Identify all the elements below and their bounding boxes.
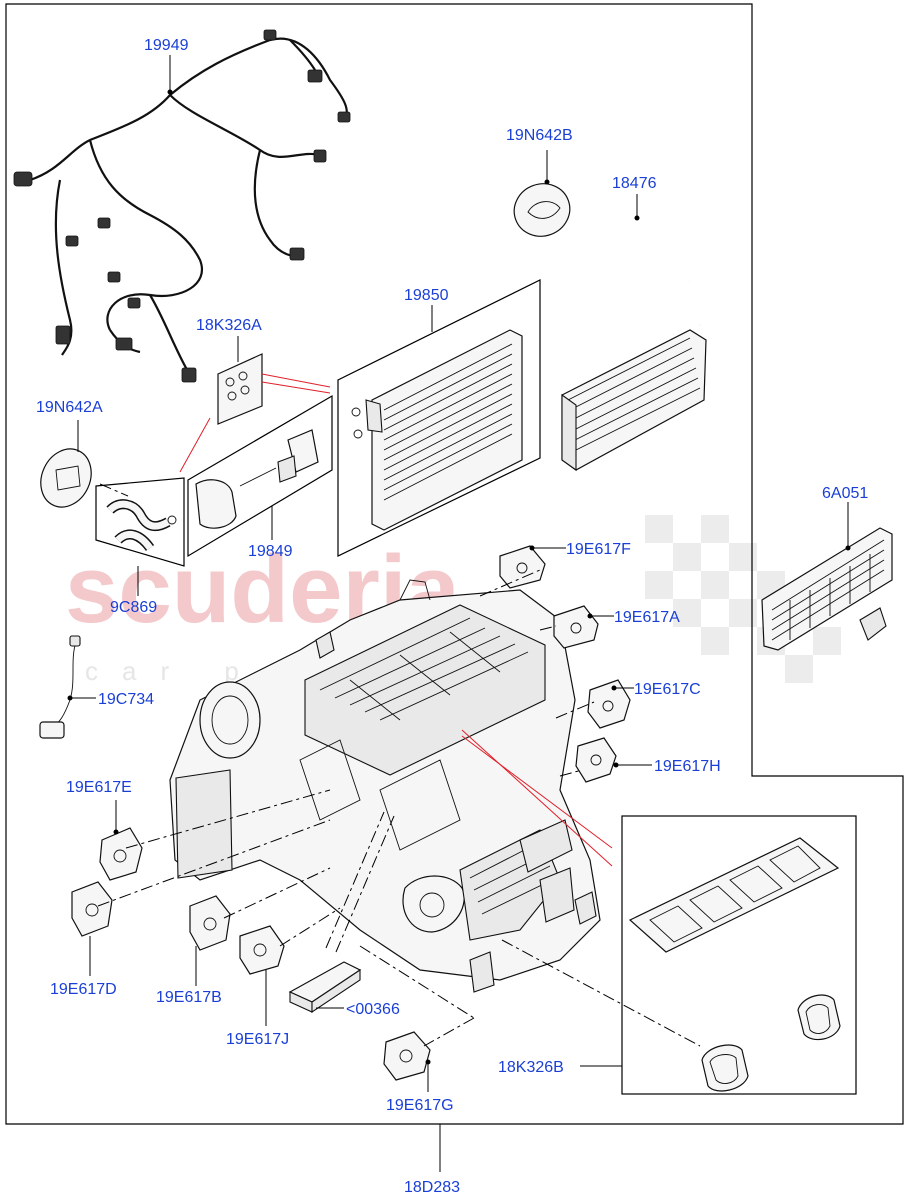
label-9C869: 9C869 <box>110 599 157 616</box>
pipe-box <box>95 477 185 567</box>
leader-dot-19E617C <box>611 685 617 691</box>
label-19E617F: 19E617F <box>566 541 631 558</box>
dashed-link <box>335 815 395 953</box>
highlight-line <box>179 417 211 473</box>
dashed-link <box>423 1017 475 1047</box>
label-19850: 19850 <box>404 287 449 304</box>
evaporator <box>351 329 523 531</box>
dashed-link <box>279 907 341 947</box>
label-19E617B: 19E617B <box>156 989 222 1006</box>
dashed-link <box>559 769 583 777</box>
actuator-19e617h <box>575 737 617 783</box>
label-19E617J: 19E617J <box>226 1031 289 1048</box>
label-19E617H: 19E617H <box>654 758 721 775</box>
leader-dot-19E617G <box>425 1059 431 1065</box>
label-19E617C: 19E617C <box>634 681 701 698</box>
label-18K326A: 18K326A <box>196 317 262 334</box>
label-18D283: 18D283 <box>404 1179 460 1196</box>
label-19E617E: 19E617E <box>66 779 132 796</box>
expansion-valve-box <box>187 394 333 558</box>
label-18K326B: 18K326B <box>498 1059 564 1076</box>
dashed-link <box>223 867 331 919</box>
highlight-line <box>261 373 331 388</box>
leader-dot-19N642B <box>544 179 550 185</box>
sensor-19c734 <box>39 635 81 739</box>
seal-19n642b <box>513 183 571 237</box>
leader-dot-19E617E <box>113 829 119 835</box>
leader-dot-19E617F <box>529 545 535 551</box>
leader-dot-19C734 <box>67 695 73 701</box>
label-19E617D: 19E617D <box>50 981 117 998</box>
actuator-19e617e <box>99 827 143 881</box>
dashed-link <box>99 483 129 497</box>
label-19E617G: 19E617G <box>386 1097 454 1114</box>
dashed-link <box>97 819 331 907</box>
leader-dot-19E617A <box>587 613 593 619</box>
actuator-19e617b <box>189 895 231 951</box>
actuator-19e617d <box>71 881 113 937</box>
dashed-link <box>479 569 541 597</box>
highlight-line <box>261 381 331 394</box>
heater-core <box>561 216 711 472</box>
leader-dot-19949 <box>167 89 173 95</box>
label-19849: 19849 <box>248 543 293 560</box>
dashed-link <box>539 625 557 631</box>
label-19N642B: 19N642B <box>506 127 573 144</box>
module-6a051 <box>761 527 893 651</box>
dashed-link <box>325 811 385 949</box>
label-19C734: 19C734 <box>98 691 154 708</box>
label-19949: 19949 <box>144 37 189 54</box>
checker-flag-watermark <box>645 515 841 683</box>
label-19E617A: 19E617A <box>614 609 680 626</box>
cabin-filter <box>288 961 362 1014</box>
expansion-valve-kit <box>195 429 319 529</box>
wiring-harness <box>13 29 351 383</box>
actuator-19e617j <box>239 925 285 975</box>
highlight-line <box>461 735 613 849</box>
label-00366: <00366 <box>346 1001 400 1018</box>
actuator-19e617a <box>553 605 599 649</box>
leader-dot-19E617H <box>613 762 619 768</box>
actuator-19e617c <box>587 679 631 729</box>
label-18476: 18476 <box>612 175 657 192</box>
seal-19n642a <box>40 448 92 508</box>
evaporator-box <box>337 279 541 557</box>
actuator-19e617g <box>383 1031 431 1081</box>
label-6A051: 6A051 <box>822 485 868 502</box>
dashed-link <box>501 939 701 1047</box>
hvac-housing <box>169 579 601 993</box>
gasket-inset-box <box>621 815 857 1095</box>
label-19N642A: 19N642A <box>36 399 103 416</box>
gasket-18k326b <box>628 837 841 1092</box>
gasket-18k326a <box>217 353 263 425</box>
refrigerant-pipe <box>106 499 177 552</box>
actuator-19e617f <box>499 545 546 589</box>
highlight-line <box>461 729 613 867</box>
dashed-link <box>555 701 595 719</box>
outer-frame <box>5 3 904 1125</box>
leader-dot-18476 <box>634 215 640 221</box>
leader-dot-6A051 <box>845 545 851 551</box>
callout-labels: 19949 19N642B 18476 19850 18K326A 19N642… <box>36 37 868 1196</box>
